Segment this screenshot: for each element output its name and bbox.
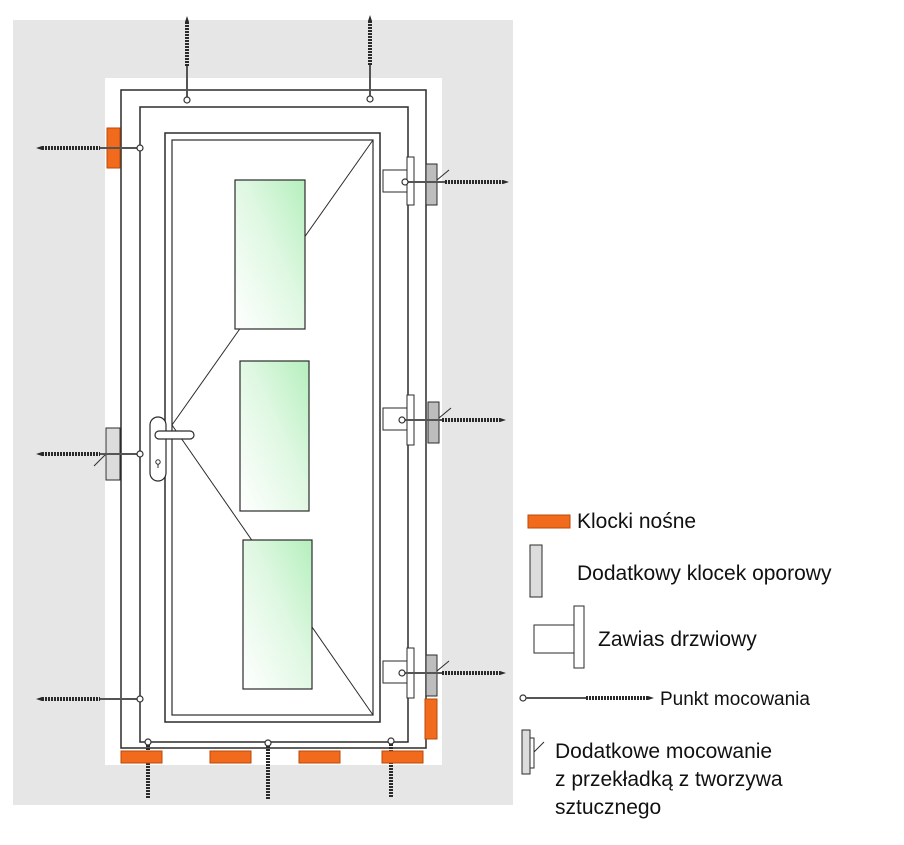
glass-pane-middle <box>239 360 310 512</box>
bottom-block-2 <box>209 750 252 764</box>
legend-label-screw: Punkt mocowania <box>660 689 810 710</box>
right-bottom-block <box>424 698 438 740</box>
support-block-icon <box>529 544 543 598</box>
bottom-screw-middle <box>264 739 272 800</box>
glass-pane-top <box>234 179 306 330</box>
orange-block-icon <box>527 514 571 529</box>
screw-icon <box>519 694 654 702</box>
door-handle <box>149 416 195 482</box>
spacer-fixing-icon <box>521 729 545 775</box>
glass-pane-bottom <box>242 539 313 690</box>
legend-label-spacer-fixing-line-3: sztucznego <box>555 796 661 819</box>
legend-label-spacer-fixing-line-2: z przekładką z tworzywa <box>555 768 783 791</box>
left-middle-spacer-mark <box>93 453 107 467</box>
legend-label-hinge: Zawias drzwiowy <box>598 628 757 651</box>
legend-label-support-block: Dodatkowy klocek oporowy <box>577 562 832 585</box>
legend-label-spacer-fixing-line-1: Dodatkowe mocowanie <box>555 740 772 763</box>
hinge-icon <box>533 605 585 669</box>
legend: Klocki nośne Dodatkowy klocek oporowy Za… <box>519 510 832 819</box>
bottom-block-1 <box>120 750 163 764</box>
legend-label-orange-block: Klocki nośne <box>577 510 696 533</box>
bottom-block-3 <box>298 750 341 764</box>
bottom-block-4 <box>381 750 424 764</box>
